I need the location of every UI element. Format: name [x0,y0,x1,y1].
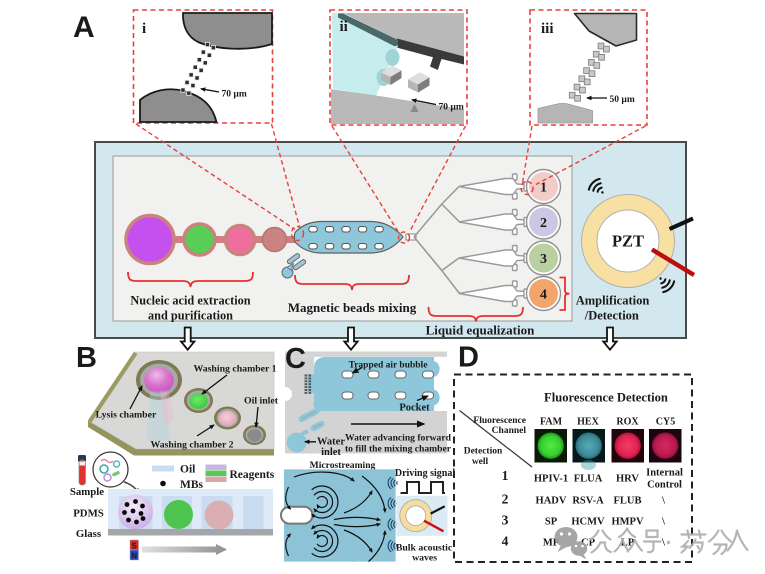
svg-text:Oil inlet: Oil inlet [244,396,279,407]
svg-text:RSV-A: RSV-A [572,496,604,507]
svg-text:Amplification: Amplification [576,294,650,308]
svg-text:FLUA: FLUA [574,474,603,485]
svg-text:C: C [285,343,306,375]
svg-text:Channel: Channel [492,426,527,436]
svg-text:Bulk acoustic: Bulk acoustic [396,543,453,554]
svg-text:waves: waves [412,553,437,564]
svg-text:Microstreaming: Microstreaming [310,460,376,471]
svg-text:\: \ [661,496,666,507]
svg-text:MBs: MBs [180,479,204,491]
svg-text:to fill the mixing chamber: to fill the mixing chamber [345,444,452,455]
svg-text:LP: LP [621,538,635,549]
svg-text:HADV: HADV [536,496,567,507]
svg-text:70 µm: 70 µm [222,90,247,100]
svg-text:Control: Control [647,480,682,491]
svg-text:4: 4 [502,534,509,549]
svg-text:Reagents: Reagents [230,469,275,481]
svg-text:well: well [472,457,489,467]
svg-text:iii: iii [541,21,554,37]
svg-text:1: 1 [540,181,547,196]
svg-text:3: 3 [540,252,547,267]
svg-text:\: \ [661,517,666,528]
svg-text:A: A [73,11,95,44]
svg-text:Washing chamber 2: Washing chamber 2 [150,440,233,451]
svg-text:CP: CP [581,538,596,549]
svg-text:/Detection: /Detection [584,309,639,323]
svg-text:Lysis chamber: Lysis chamber [96,410,157,421]
svg-text:\: \ [661,538,666,549]
svg-text:Oil: Oil [180,464,195,476]
svg-text:MP: MP [543,538,560,549]
svg-text:PDMS: PDMS [73,508,104,520]
svg-text:4: 4 [540,288,547,303]
svg-text:Water: Water [317,437,345,448]
svg-text:Glass: Glass [76,528,101,540]
svg-text:SP: SP [545,517,558,528]
svg-text:HPIV-1: HPIV-1 [534,474,568,485]
svg-text:Water advancing forward: Water advancing forward [345,433,452,444]
svg-text:HMPV: HMPV [611,517,643,528]
svg-text:2: 2 [502,492,509,507]
svg-text:Trapped air bubble: Trapped air bubble [349,361,428,371]
svg-text:Nucleic acid extraction: Nucleic acid extraction [130,294,250,308]
svg-text:2: 2 [540,216,547,231]
svg-text:50 µm: 50 µm [610,95,635,105]
svg-text:inlet: inlet [321,447,341,458]
svg-text:FAM: FAM [540,417,563,428]
svg-text:Fluorescence: Fluorescence [473,416,526,426]
svg-text:Detection: Detection [464,447,503,457]
svg-text:Sample: Sample [70,486,104,498]
svg-text:Magnetic beads mixing: Magnetic beads mixing [288,300,417,315]
svg-text:and purification: and purification [148,309,233,323]
svg-text:CY5: CY5 [656,417,675,428]
svg-text:Washing chamber 1: Washing chamber 1 [193,364,276,375]
svg-text:i: i [142,21,146,37]
svg-text:Internal: Internal [646,468,683,479]
svg-text:PZT: PZT [612,232,644,251]
svg-text:Pocket: Pocket [399,403,430,414]
svg-text:3: 3 [502,513,509,528]
svg-text:70 µm: 70 µm [439,103,464,113]
svg-text:N: N [131,552,137,561]
svg-text:HEX: HEX [577,417,599,428]
svg-text:ROX: ROX [616,417,639,428]
svg-text:ii: ii [340,19,348,35]
svg-text:D: D [458,342,479,374]
svg-text:B: B [76,342,97,374]
svg-text:HRV: HRV [616,474,639,485]
svg-text:FLUB: FLUB [613,496,641,507]
svg-text:Liquid equalization: Liquid equalization [426,323,535,338]
svg-text:Driving signal: Driving signal [395,468,456,479]
svg-text:1: 1 [502,468,509,483]
svg-text:Fluorescence Detection: Fluorescence Detection [544,391,668,405]
svg-text:HCMV: HCMV [571,517,605,528]
svg-text:S: S [132,542,138,551]
